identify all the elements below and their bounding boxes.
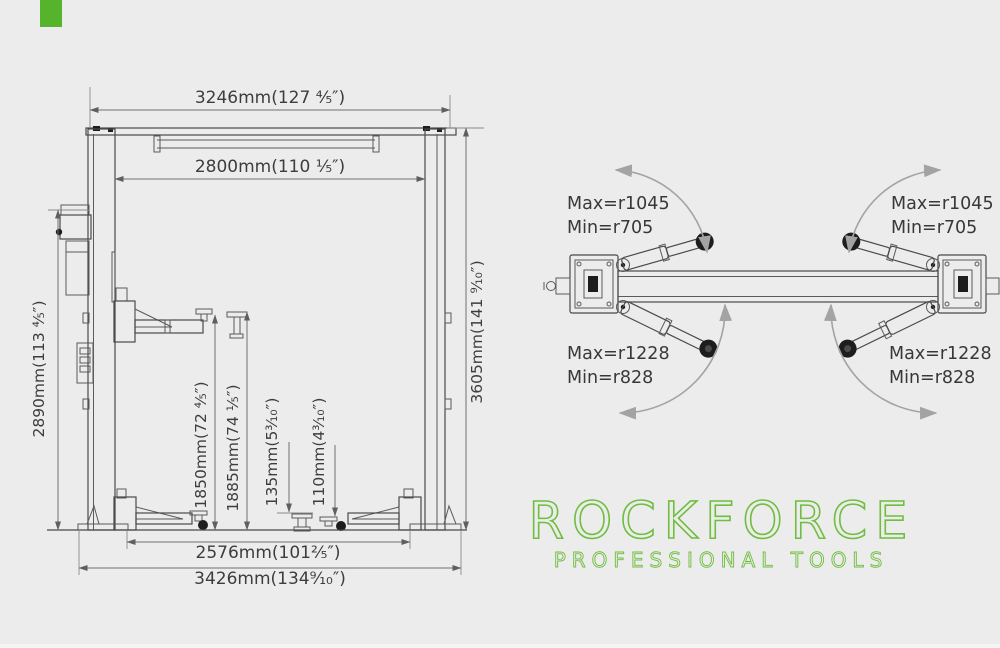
label-rear-left-min: Min=r828 [567, 368, 653, 388]
front-view-structure [47, 126, 467, 532]
dim-lift-height-pad: 1885mm(74 ¹⁄₅″) [224, 311, 250, 531]
dim-overall-width-label: 3246mm(127 ⁴⁄₅″) [195, 88, 345, 108]
top-view: Max=r1045 Min=r705 Max=r1045 Min=r705 Ma… [543, 164, 1000, 420]
raised-arm-assembly [111, 251, 213, 343]
dim-base-inner: 2576mm(101²⁄₅″) [126, 531, 411, 563]
pad-stand [291, 513, 313, 532]
dim-pad-adapter: 135mm(5³⁄₁₀″) [263, 398, 313, 514]
dim-overall-width: 3246mm(127 ⁴⁄₅″) [89, 87, 451, 128]
bottom-edge-strip [0, 644, 1000, 648]
label-front-left-max: Max=r1045 [567, 194, 670, 214]
dim-base-inner-label: 2576mm(101²⁄₅″) [196, 543, 341, 563]
dim-lift-height-arm-label: 1850mm(72 ⁴⁄₅″) [192, 381, 210, 508]
dim-height-right-label: 3605mm(141 ⁹⁄₁₀″) [468, 260, 486, 403]
brand-name: ROCKFORCE [529, 492, 916, 551]
reach-labels: Max=r1045 Min=r705 Max=r1045 Min=r705 Ma… [567, 194, 994, 388]
base-plates [47, 504, 467, 531]
brand-tagline: PROFESSIONAL TOOLS [554, 548, 889, 572]
dim-drive-thru-label: 2800mm(110 ¹⁄₅″) [195, 157, 345, 177]
label-front-left-min: Min=r705 [567, 218, 653, 238]
top-view-carriage-right [937, 254, 1000, 314]
dim-base-outer-label: 3426mm(134⁹⁄₁₀″) [194, 569, 346, 589]
swing-arcs [614, 164, 942, 420]
lowered-arm-right [319, 488, 422, 531]
front-view: 3246mm(127 ⁴⁄₅″) 2800mm(110 ¹⁄₅″) 2890mm… [30, 87, 486, 589]
dim-lift-height-pad-label: 1885mm(74 ¹⁄₅″) [224, 384, 242, 511]
dim-height-right: 3605mm(141 ⁹⁄₁₀″) [447, 127, 486, 531]
dim-pad-min-label: 110mm(4³⁄₁₀″) [310, 398, 328, 507]
label-front-right-max: Max=r1045 [891, 194, 994, 214]
brand-accent-square [40, 0, 62, 27]
label-front-right-min: Min=r705 [891, 218, 977, 238]
dim-height-left-label: 2890mm(113 ⁴⁄₅″) [30, 300, 48, 437]
top-view-carriage-left [543, 254, 619, 314]
dim-height-left: 2890mm(113 ⁴⁄₅″) [30, 209, 89, 531]
dim-drive-thru: 2800mm(110 ¹⁄₅″) [114, 157, 426, 182]
label-rear-right-max: Max=r1228 [889, 344, 992, 364]
dim-base-outer: 3426mm(134⁹⁄₁₀″) [78, 531, 462, 589]
dim-lift-height-arm: 1850mm(72 ⁴⁄₅″) [192, 314, 218, 531]
label-rear-left-max: Max=r1228 [567, 344, 670, 364]
label-rear-right-min: Min=r828 [889, 368, 975, 388]
control-box [76, 342, 94, 384]
dim-pad-min: 110mm(4³⁄₁₀″) [310, 398, 338, 517]
dim-pad-adapter-label: 135mm(5³⁄₁₀″) [263, 398, 281, 507]
brand-logo: ROCKFORCE PROFESSIONAL TOOLS [528, 491, 916, 572]
